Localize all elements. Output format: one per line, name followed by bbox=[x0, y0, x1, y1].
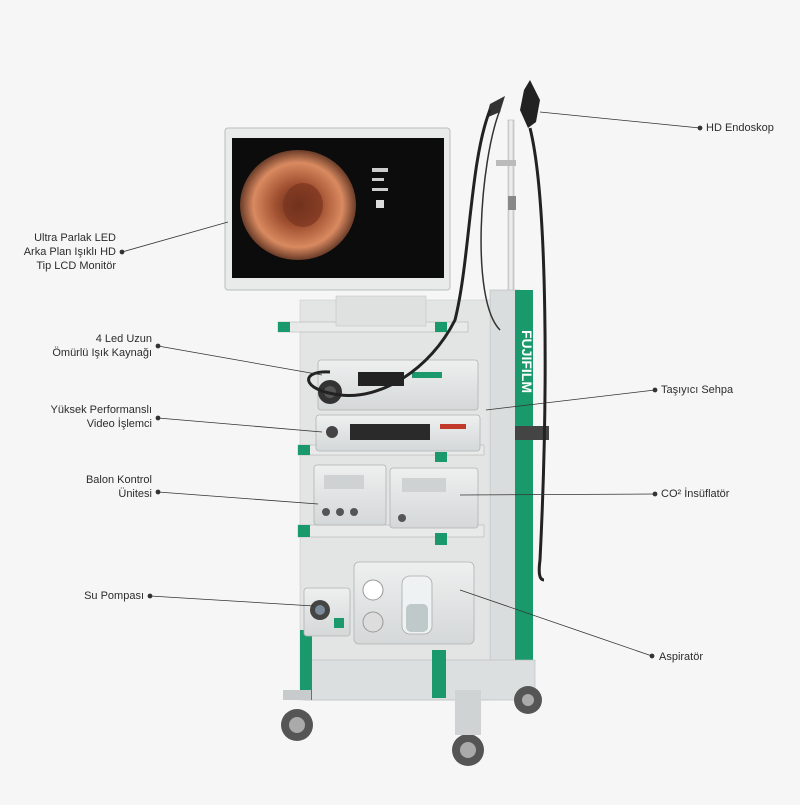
water-pump-unit bbox=[303, 587, 351, 637]
leader-balloon-unit bbox=[157, 491, 319, 505]
callout-light-source-line-1: 4 Led Uzun bbox=[95, 333, 152, 345]
callout-monitor-line-2: Arka Plan Işıklı HD bbox=[23, 246, 116, 258]
light-source-unit bbox=[317, 359, 479, 411]
callout-water-pump: Su Pompası bbox=[84, 589, 144, 603]
callout-light-source-line-2: Ömürlü Işık Kaynağı bbox=[52, 347, 152, 359]
co2-insufflator-unit bbox=[389, 467, 479, 529]
callout-cart-line-1: Taşıyıcı Sehpa bbox=[661, 384, 734, 396]
callout-video-processor: Yüksek Performanslı Video İşlemci bbox=[51, 403, 152, 431]
callout-hd-endoscope: HD Endoskop bbox=[706, 121, 774, 135]
callout-video-processor-line-1: Yüksek Performanslı bbox=[50, 404, 152, 416]
callout-aspirator: Aspiratör bbox=[659, 650, 703, 664]
cart-casters bbox=[281, 686, 542, 766]
callout-co2-insufflator: CO² İnsüflatör bbox=[661, 487, 729, 501]
callout-aspirator-line-1: Aspiratör bbox=[659, 651, 704, 663]
leader-cart bbox=[485, 389, 656, 411]
callout-balloon-unit: Balon Kontrol Ünitesi bbox=[86, 473, 152, 501]
leader-co2 bbox=[459, 493, 656, 496]
callout-monitor: Ultra Parlak LED Arka Plan Işıklı HD Tip… bbox=[24, 231, 116, 273]
video-processor-unit bbox=[315, 414, 481, 452]
leader-lines bbox=[119, 111, 703, 659]
hd-endoscope bbox=[307, 80, 547, 582]
callout-video-processor-line-2: Video İşlemci bbox=[86, 418, 152, 430]
leader-aspirator bbox=[459, 589, 653, 657]
leader-hd-endoscope bbox=[539, 111, 701, 129]
leader-video-processor bbox=[157, 417, 323, 433]
callout-cart: Taşıyıcı Sehpa bbox=[661, 383, 733, 397]
leader-light-source bbox=[157, 345, 323, 376]
leader-monitor bbox=[121, 221, 229, 253]
callout-co2-insufflator-line-1: CO² İnsüflatör bbox=[661, 488, 730, 500]
leader-water-pump bbox=[149, 595, 315, 607]
callout-monitor-line-3: Tip LCD Monitör bbox=[36, 260, 116, 272]
balloon-control-unit bbox=[313, 464, 387, 526]
callout-hd-endoscope-line-1: HD Endoskop bbox=[706, 122, 774, 134]
callout-light-source: 4 Led Uzun Ömürlü Işık Kaynağı bbox=[52, 332, 152, 360]
aspirator-unit bbox=[353, 561, 475, 645]
callout-balloon-unit-line-2: Ünitesi bbox=[118, 488, 152, 500]
callout-balloon-unit-line-1: Balon Kontrol bbox=[85, 474, 152, 486]
cart-brand-logo: FUJIFILM bbox=[519, 330, 535, 393]
lcd-monitor bbox=[224, 127, 451, 327]
callout-monitor-line-1: Ultra Parlak LED bbox=[34, 232, 116, 244]
callout-water-pump-line-1: Su Pompası bbox=[84, 590, 144, 602]
